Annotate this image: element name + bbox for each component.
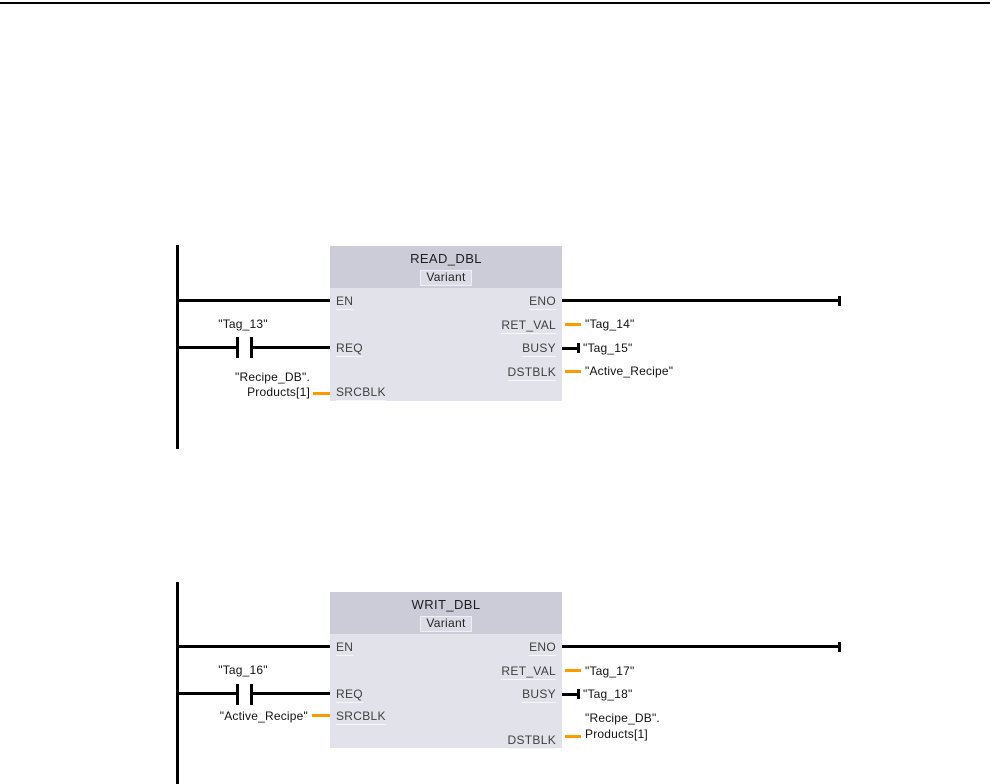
eno-end-tick [838, 296, 841, 306]
req-wire-right [253, 692, 330, 695]
pin-ret-val: RET_VAL [501, 318, 556, 334]
ret-val-operand[interactable]: "Tag_14" [585, 317, 635, 331]
srcblk-connector [313, 392, 330, 395]
data-type-dropdown[interactable]: Variant [420, 270, 472, 286]
srcblk-operand-line2: Products[1] [247, 385, 310, 399]
pin-srcblk: SRCBLK [336, 709, 386, 725]
req-wire-right [253, 346, 330, 349]
contact-operand[interactable]: "Tag_16" [218, 663, 268, 677]
pin-dstblk: DSTBLK [507, 733, 556, 749]
page-border-top [0, 2, 990, 4]
power-rail [176, 582, 179, 784]
ret-val-operand[interactable]: "Tag_17" [585, 664, 635, 678]
eno-wire [562, 645, 840, 648]
power-rail [176, 245, 179, 449]
dstblk-operand-line1: "Recipe_DB". [585, 711, 660, 725]
srcblk-operand[interactable]: "Recipe_DB". Products[1] [152, 370, 310, 400]
srcblk-connector [312, 714, 330, 717]
pin-busy: BUSY [522, 687, 556, 703]
contact-left-bar [236, 684, 239, 705]
pin-dstblk: DSTBLK [507, 365, 556, 381]
busy-connector [562, 347, 577, 350]
pin-en: EN [336, 294, 354, 310]
pin-req: REQ [336, 341, 363, 357]
en-wire [179, 299, 330, 302]
srcblk-operand-line1: "Recipe_DB". [235, 370, 310, 384]
pin-eno: ENO [529, 640, 556, 656]
pin-req: REQ [336, 687, 363, 703]
busy-end-tick [577, 689, 580, 699]
block-header: READ_DBL Variant [330, 246, 562, 288]
req-wire-left [179, 692, 237, 695]
busy-connector [562, 693, 577, 696]
contact-right-bar [250, 337, 253, 358]
pin-busy: BUSY [522, 341, 556, 357]
contact-right-bar [250, 684, 253, 705]
busy-end-tick [577, 343, 580, 353]
ret-val-connector [565, 669, 581, 672]
pin-ret-val: RET_VAL [501, 664, 556, 680]
eno-wire [562, 299, 840, 302]
srcblk-operand[interactable]: "Active_Recipe" [219, 709, 308, 723]
busy-operand[interactable]: "Tag_18" [583, 687, 633, 701]
pin-eno: ENO [529, 294, 556, 310]
instruction-block-writ-dbl[interactable]: WRIT_DBL Variant EN REQ SRCBLK ENO RET_V… [330, 592, 562, 749]
pin-en: EN [336, 640, 354, 656]
req-wire-left [179, 346, 237, 349]
contact-left-bar [236, 337, 239, 358]
dstblk-operand-line2: Products[1] [585, 727, 648, 741]
dstblk-connector [565, 735, 581, 738]
block-header: WRIT_DBL Variant [330, 592, 562, 634]
dstblk-connector [565, 370, 581, 373]
instruction-block-read-dbl[interactable]: READ_DBL Variant EN REQ SRCBLK ENO RET_V… [330, 246, 562, 401]
block-title: READ_DBL [410, 251, 482, 266]
pin-srcblk: SRCBLK [336, 385, 386, 401]
dstblk-operand[interactable]: "Recipe_DB". Products[1] [585, 710, 745, 742]
en-wire [179, 645, 330, 648]
ret-val-connector [565, 323, 581, 326]
busy-operand[interactable]: "Tag_15" [583, 341, 633, 355]
data-type-dropdown[interactable]: Variant [420, 616, 472, 632]
eno-end-tick [838, 642, 841, 652]
dstblk-operand[interactable]: "Active_Recipe" [585, 364, 674, 378]
block-title: WRIT_DBL [411, 597, 481, 612]
contact-operand[interactable]: "Tag_13" [218, 317, 268, 331]
